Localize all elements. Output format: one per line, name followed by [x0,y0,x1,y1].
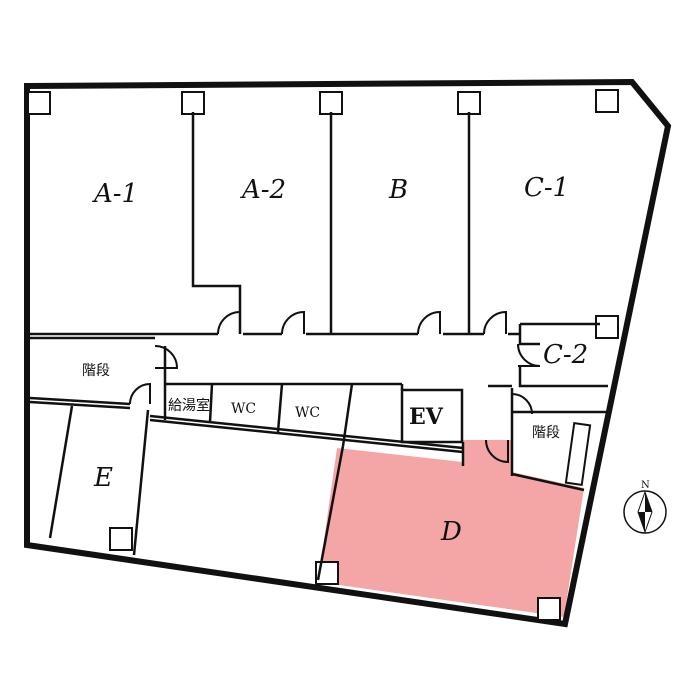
room-b-label: B [388,175,408,205]
stairs-left-label: 階段 [82,363,110,379]
kitchenette-label: 給湯室 [168,397,210,414]
column [537,597,561,621]
room-d-label: D [440,517,462,547]
column [181,91,205,115]
column [109,527,133,551]
column [27,91,51,115]
room-a1-label: A-1 [92,179,138,209]
column [595,315,619,339]
compass-north-label: N [641,480,650,491]
wc-1-label: WC [231,401,256,417]
door-swings [129,310,541,464]
room-a2-label: A-2 [240,175,286,205]
room-c2-label: C-2 [543,340,588,370]
structural-columns [27,89,619,621]
compass-icon: N [623,480,667,534]
column [595,89,619,113]
room-c1-label: C-1 [524,173,569,203]
room-e-label: E [93,463,113,493]
column [457,91,481,115]
column [319,91,343,115]
stairs-right-label: 階段 [532,425,560,441]
wc-2-label: WC [295,405,320,421]
partition-walls [29,112,608,581]
elevator-label: EV [409,404,444,430]
room-d-highlight[interactable] [318,440,584,617]
outer-wall [24,78,672,628]
stair-rail [564,422,592,486]
